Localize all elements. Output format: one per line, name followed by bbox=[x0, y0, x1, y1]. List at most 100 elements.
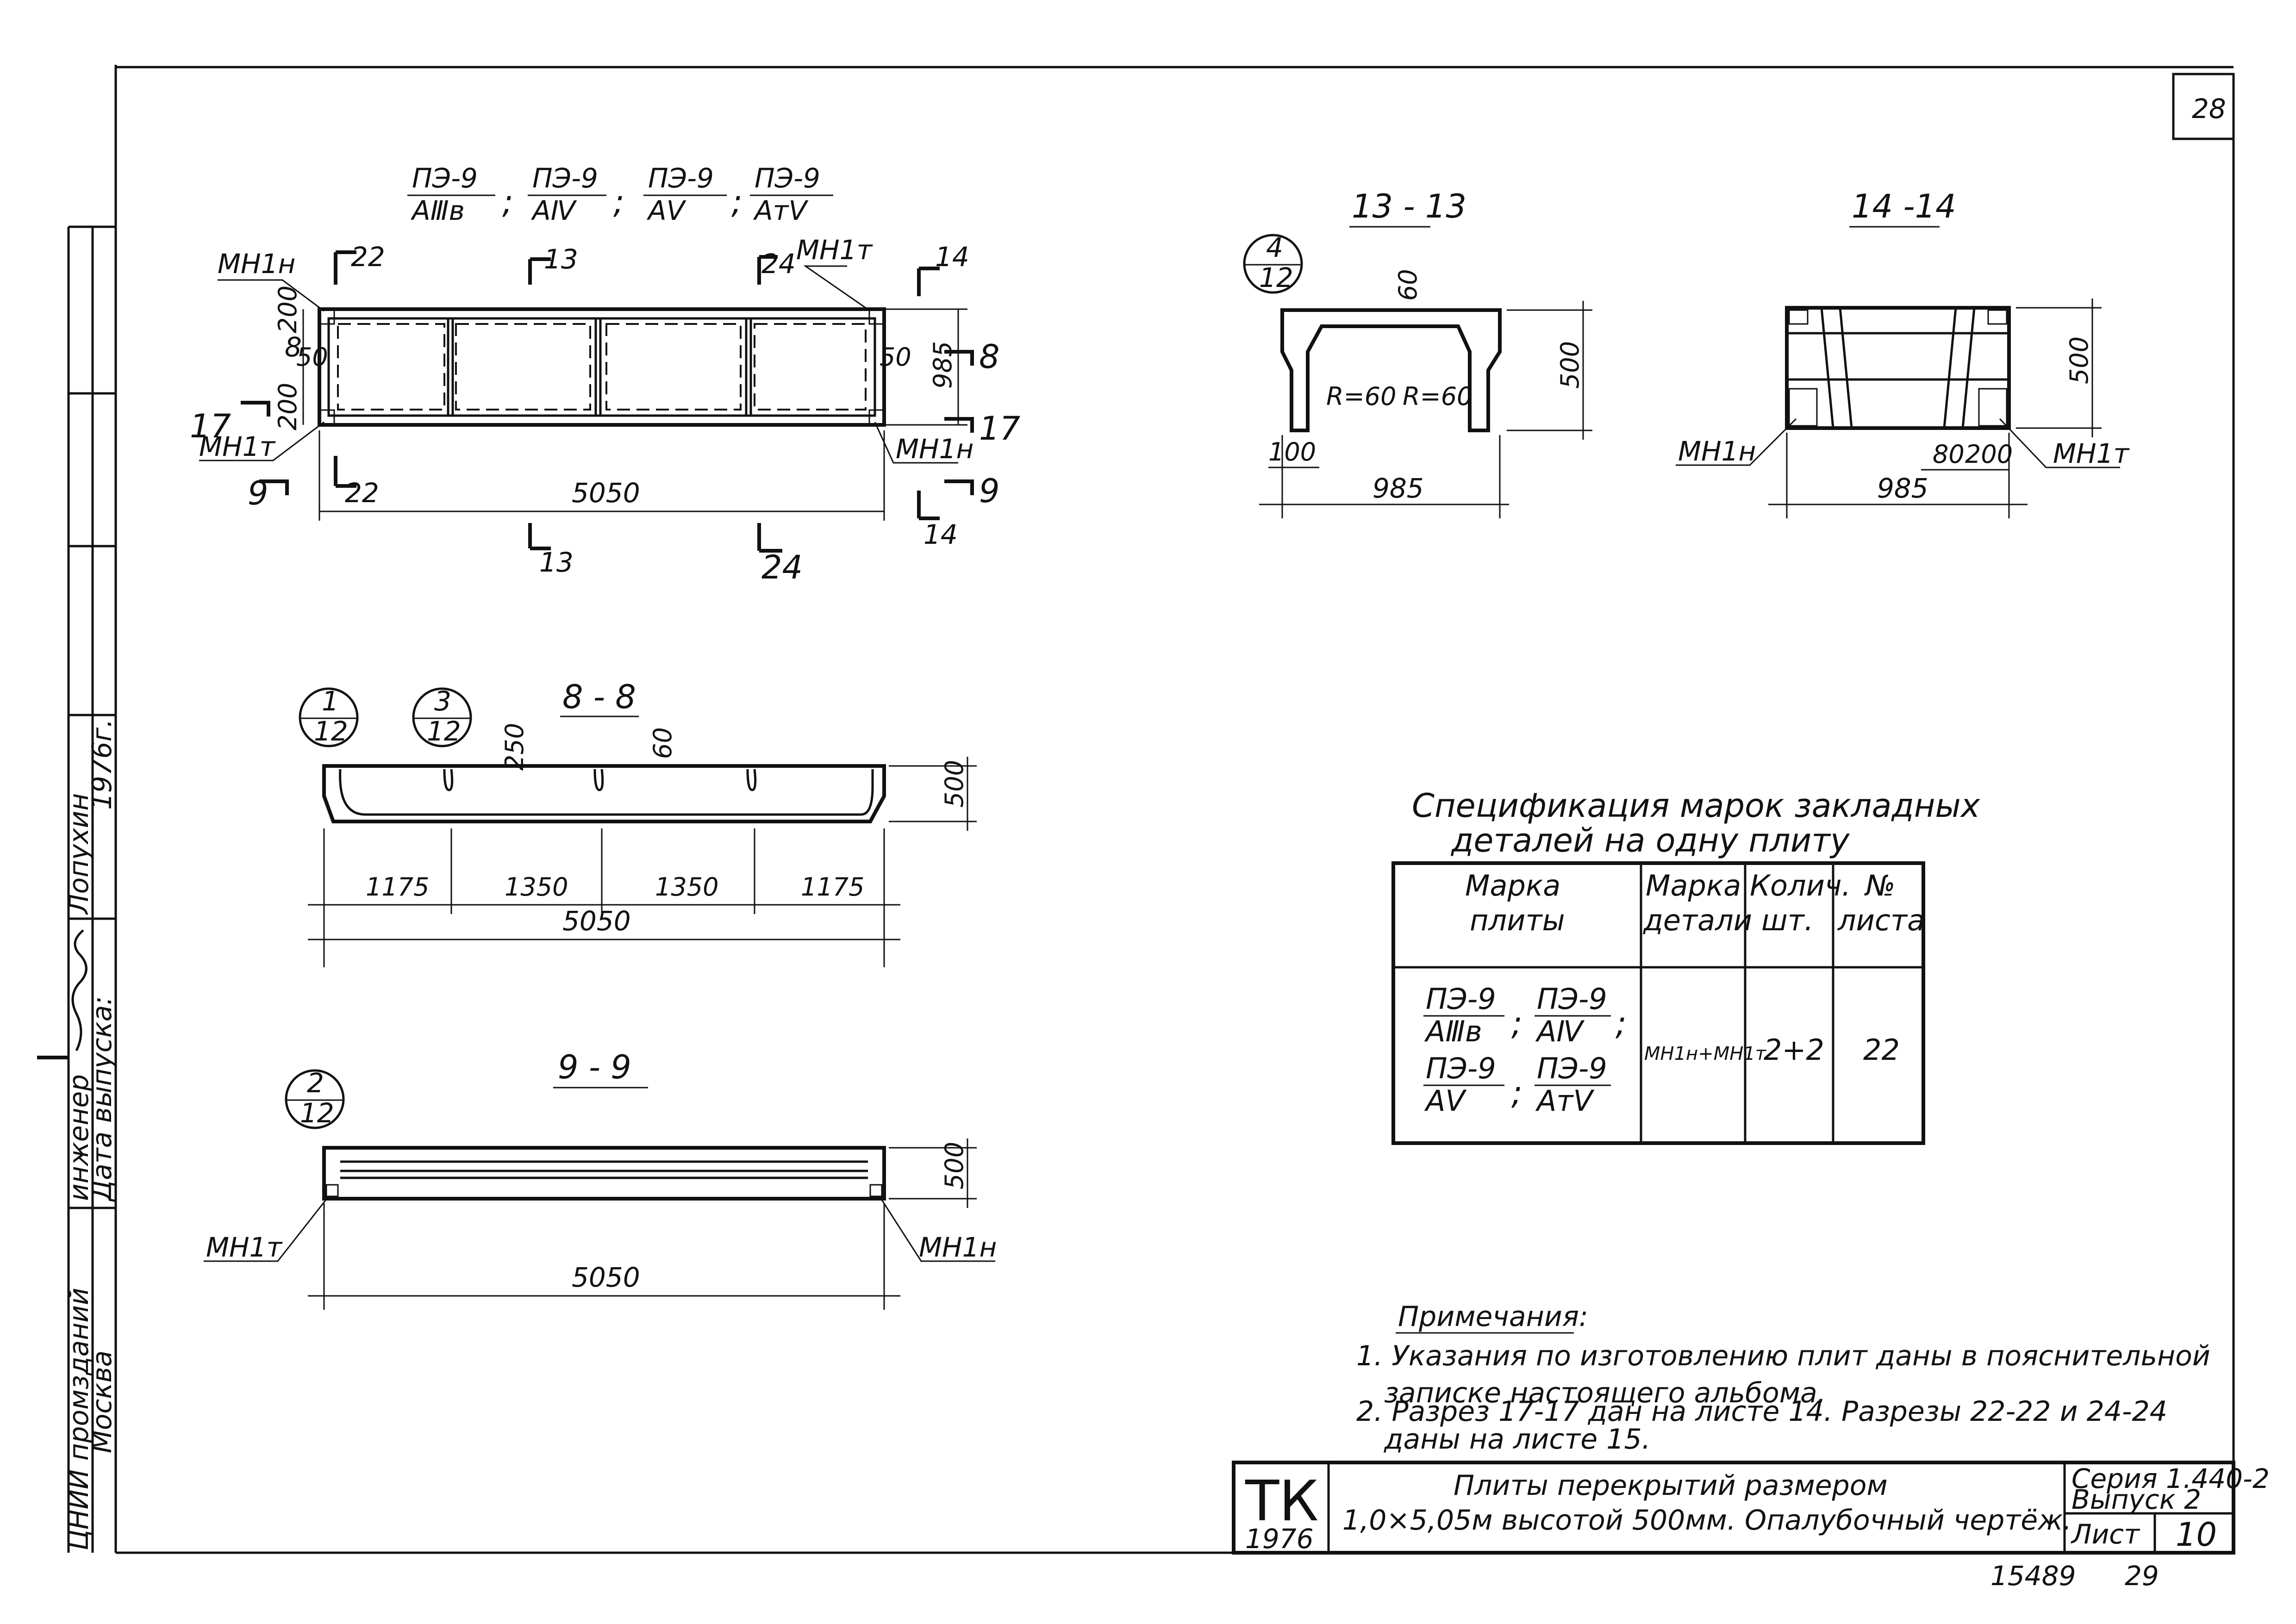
cut-24-bottom: 24 bbox=[761, 548, 803, 586]
left-stamp: ЦНИИ промзданий Москва инженер Дата выпу… bbox=[37, 225, 118, 1553]
spec-h1-a: Марка bbox=[1465, 869, 1560, 902]
section-14-14: 14 -14 500 МН1н МН1т 80 200 985 bbox=[1676, 187, 2130, 518]
spec-mark-3-top: ПЭ-9 bbox=[1426, 1052, 1496, 1085]
sec9-total: 5050 bbox=[572, 1262, 640, 1293]
cut-9-left: 9 bbox=[248, 474, 268, 512]
spec-mark-4-bottom: AтⅤ bbox=[1535, 1084, 1595, 1118]
mark-2-bottom: AⅣ bbox=[530, 195, 577, 226]
cut-13-bottom: 13 bbox=[539, 547, 574, 578]
section-9-9: 9 - 9 2 12 500 МН1т МН1н 5050 bbox=[204, 1048, 997, 1310]
title-sheet-no: 10 bbox=[2176, 1516, 2217, 1554]
sec13-node-top: 4 bbox=[1266, 232, 1283, 263]
sec14-dim-985: 985 bbox=[1877, 473, 1928, 504]
mark-4-bottom: AтⅤ bbox=[753, 195, 809, 226]
sec8-span-3: 1350 bbox=[655, 872, 718, 902]
mark-3-bottom: AⅤ bbox=[646, 195, 687, 226]
spec-title-1: Спецификация марок закладных bbox=[1412, 787, 1980, 825]
plan-label-mh1n-br: МН1н bbox=[896, 433, 973, 465]
mark-1-top: ПЭ-9 bbox=[412, 162, 478, 194]
sec9-node2-bottom: 12 bbox=[300, 1097, 334, 1129]
title-line-1: Плиты перекрытий размером bbox=[1454, 1469, 1888, 1502]
cut-22-bottom: 22 bbox=[345, 477, 379, 509]
stamp-name: Лопухин bbox=[63, 793, 94, 915]
title-year: 1976 bbox=[1245, 1523, 1314, 1555]
plan-dim-985: 985 bbox=[928, 341, 957, 389]
svg-text:;: ; bbox=[1511, 1074, 1522, 1112]
title-sheet-label: Лист bbox=[2071, 1518, 2140, 1550]
sec13-node-bottom: 12 bbox=[1259, 262, 1293, 293]
spec-table: Спецификация марок закладных деталей на … bbox=[1391, 787, 1980, 1145]
sec8-node3-bottom: 12 bbox=[427, 716, 461, 747]
cut-9-right: 9 bbox=[979, 472, 1000, 510]
plan-dim-50-right: 50 bbox=[880, 342, 911, 372]
sec9-node2-top: 2 bbox=[307, 1067, 324, 1099]
svg-text:;: ; bbox=[1511, 1004, 1522, 1042]
sec8-node-3 bbox=[412, 687, 472, 747]
sec8-node1-top: 1 bbox=[322, 685, 339, 717]
cut-17-right: 17 bbox=[979, 410, 1020, 448]
sec9-dim-500: 500 bbox=[940, 1142, 969, 1189]
spec-h3-b: шт. bbox=[1761, 903, 1814, 937]
notes: Примечания: 1. Указания по изготовлению … bbox=[1356, 1300, 2210, 1456]
sec8-dim-500: 500 bbox=[940, 760, 969, 808]
stamp-org: ЦНИИ промзданий bbox=[63, 1288, 94, 1550]
note-2b: даны на листе 15. bbox=[1384, 1423, 1651, 1456]
plan-label-mh1n-tl: МН1н bbox=[218, 248, 295, 280]
spec-mark-3-bottom: AⅤ bbox=[1424, 1084, 1467, 1118]
cut-22-top: 22 bbox=[351, 241, 385, 273]
sec14-dim-500: 500 bbox=[2065, 336, 2094, 384]
page-number: 28 bbox=[2192, 93, 2226, 124]
note-1a: 1. Указания по изготовлению плит даны в … bbox=[1356, 1340, 2210, 1372]
sec8-total: 5050 bbox=[562, 905, 631, 937]
sec8-span-2: 1350 bbox=[505, 872, 568, 902]
spec-mark-1-top: ПЭ-9 bbox=[1426, 982, 1496, 1016]
sec8-dim-250: 250 bbox=[500, 723, 529, 771]
stamp-signature bbox=[71, 929, 87, 1052]
sec8-node-1 bbox=[299, 687, 359, 747]
sec13-node-marker bbox=[1243, 234, 1303, 294]
svg-text:;: ; bbox=[502, 183, 513, 221]
sec9-title: 9 - 9 bbox=[558, 1048, 631, 1086]
mark-1-bottom: AⅢв bbox=[410, 195, 465, 226]
sec13-radius-1: R=60 bbox=[1326, 382, 1396, 411]
sec13-dim-60: 60 bbox=[1393, 269, 1423, 301]
sec8-title: 8 - 8 bbox=[562, 678, 636, 716]
svg-text:;: ; bbox=[613, 183, 624, 221]
cut-14-bottom: 14 bbox=[923, 519, 958, 550]
plan-dim-50-left: 50 bbox=[296, 342, 328, 372]
sec14-dim-200: 200 bbox=[1965, 440, 2013, 469]
svg-text:;: ; bbox=[1616, 1004, 1627, 1042]
plan-label-mh1t-tr: МН1т bbox=[796, 234, 873, 266]
plan-label-mh1t-bl: МН1т bbox=[199, 431, 276, 462]
sec8-node1-bottom: 12 bbox=[314, 716, 348, 747]
page-number-box bbox=[2172, 73, 2235, 140]
plan-view: МН1н МН1т МН1т МН1н 22 13 24 14 8 17 9 8… bbox=[190, 234, 1020, 586]
sec8-node3-top: 3 bbox=[434, 685, 451, 717]
title-issue: Выпуск 2 bbox=[2071, 1484, 2201, 1515]
bottom-number-2: 29 bbox=[2125, 1560, 2159, 1592]
spec-h4-b: листа bbox=[1837, 903, 1925, 937]
sec14-label-mh1n: МН1н bbox=[1678, 436, 1756, 467]
sec13-radius-2: R=60 bbox=[1403, 382, 1472, 411]
spec-h3-a: Колич. bbox=[1750, 869, 1851, 902]
spec-h2-a: Марка bbox=[1646, 869, 1741, 902]
stamp-city: Москва bbox=[86, 1350, 118, 1453]
sec13-dim-100: 100 bbox=[1268, 437, 1316, 467]
sec9-label-mh1t: МН1т bbox=[206, 1232, 283, 1263]
cut-14-top: 14 bbox=[935, 241, 969, 273]
sec14-title: 14 -14 bbox=[1852, 187, 1956, 225]
title-line-2: 1,0×5,05м высотой 500мм. Опалубочный чер… bbox=[1342, 1504, 2071, 1537]
mark-3-top: ПЭ-9 bbox=[648, 162, 714, 194]
stamp-role: инженер bbox=[63, 1074, 94, 1201]
section-8-8: 8 - 8 1 12 3 12 250 60 500 1175 1350 135… bbox=[299, 678, 977, 967]
sec13-title: 13 - 13 bbox=[1352, 187, 1466, 225]
spec-title-2: деталей на одну плиту bbox=[1451, 821, 1850, 859]
note-2a: 2. Разрез 17-17 дан на листе 14. Разрезы… bbox=[1356, 1395, 2167, 1428]
spec-mark-1-bottom: AⅢв bbox=[1424, 1014, 1482, 1048]
title-series: Серия 1.440-2 bbox=[2071, 1463, 2270, 1494]
sec9-node-2 bbox=[285, 1069, 345, 1129]
sec14-dim-80: 80 bbox=[1933, 440, 1965, 469]
stamp-date-label: Дата выпуска: bbox=[86, 996, 118, 1202]
svg-text:;: ; bbox=[731, 183, 742, 221]
